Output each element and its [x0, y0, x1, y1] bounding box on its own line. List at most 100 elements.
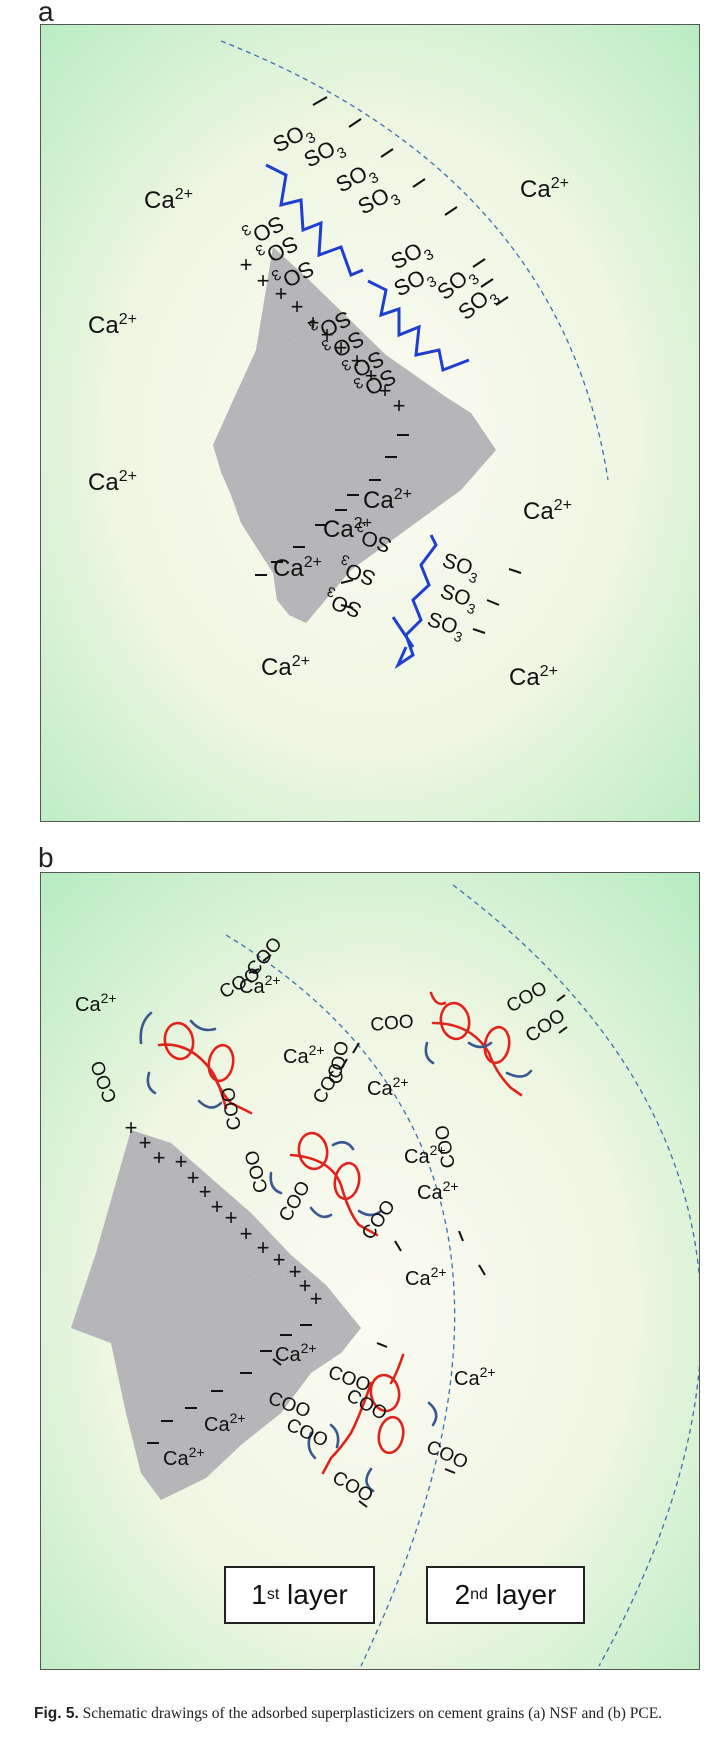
bond-line — [312, 96, 328, 106]
bond-line — [472, 628, 486, 634]
pce-backbone — [289, 1153, 379, 1237]
nsf-polymer-chain — [265, 163, 364, 277]
pce-side-chain — [146, 1071, 157, 1095]
carboxylate-group: COO — [370, 1011, 415, 1036]
bond-line — [248, 968, 260, 974]
bond-line — [486, 599, 500, 606]
bond-line — [472, 258, 486, 268]
positive-charge-sign: + — [225, 1205, 238, 1230]
pce-side-chain — [329, 1423, 340, 1449]
bond-line — [352, 1042, 360, 1054]
positive-charge-sign: + — [125, 1115, 138, 1140]
caption-label: Fig. 5. — [34, 1705, 79, 1722]
caption-text: Schematic drawings of the adsorbed super… — [82, 1705, 663, 1722]
bond-line — [556, 994, 566, 1002]
bond-line — [444, 1468, 456, 1474]
pce-backbone — [431, 1021, 523, 1097]
bond-line — [348, 118, 362, 128]
positive-charge-sign: + — [289, 1259, 302, 1284]
positive-charge-sign: + — [275, 281, 288, 306]
pce-side-chain — [424, 1041, 435, 1065]
bond-line — [480, 278, 494, 288]
pce-side-chain — [307, 1431, 317, 1460]
positive-charge-sign: + — [175, 1149, 188, 1174]
calcium-ion-label: Ca2+ — [417, 1178, 459, 1204]
bond-line — [394, 1240, 402, 1252]
pce-side-chain — [139, 1011, 153, 1045]
bond-line — [358, 1500, 368, 1508]
positive-charge-sign: + — [307, 310, 320, 335]
positive-charge-sign: + — [199, 1179, 212, 1204]
pce-side-chain — [189, 1019, 217, 1032]
positive-charge-sign: + — [393, 393, 406, 418]
pce-side-chain — [365, 1467, 375, 1493]
pce-side-chain — [505, 1069, 533, 1078]
positive-charge-sign: + — [379, 378, 392, 403]
pce-backbone — [297, 1131, 329, 1171]
panel-a-letter: a — [38, 0, 54, 27]
positive-charge-sign: + — [240, 1221, 253, 1246]
bond-line — [558, 1026, 568, 1034]
pce-side-chain — [269, 1171, 283, 1195]
second-layer-number: 2 — [454, 1579, 471, 1610]
positive-charge-sign: + — [299, 1273, 312, 1298]
bond-line — [340, 1058, 348, 1070]
bond-line — [376, 1342, 388, 1348]
pce-side-chain — [309, 1206, 333, 1219]
pce-side-chain — [357, 1209, 383, 1217]
bond-line — [340, 579, 354, 584]
pce-backbone — [321, 1381, 373, 1475]
pce-backbone — [369, 1373, 401, 1413]
bond-line — [495, 296, 509, 306]
bond-line — [478, 1264, 486, 1276]
nsf-polymer-chain — [367, 279, 470, 373]
panel-b-letter: b — [38, 842, 54, 873]
positive-charge-sign: + — [187, 1165, 200, 1190]
pce-side-chain — [427, 1401, 438, 1427]
positive-charge-sign: + — [211, 1194, 224, 1219]
pce-side-chain — [197, 1099, 223, 1109]
nsf-polymer-chain — [391, 616, 415, 648]
positive-charge-sign: + — [365, 363, 378, 388]
positive-charge-sign: + — [240, 252, 253, 277]
positive-charge-sign: + — [153, 1145, 166, 1170]
bond-line — [444, 206, 458, 216]
bond-line — [340, 604, 354, 609]
calcium-ion-label: Ca2+ — [88, 311, 137, 339]
first-layer-suffix: st — [266, 1586, 280, 1603]
positive-charge-sign: + — [273, 1247, 286, 1272]
positive-charge-sign: + — [291, 294, 304, 319]
panel-a: Ca2+Ca2+Ca2+Ca2+Ca2+Ca2+Ca2+Ca2+Ca2+Ca2+… — [40, 24, 700, 822]
pce-backbone — [389, 1353, 405, 1385]
panel-a-diagram: Ca2+Ca2+Ca2+Ca2+Ca2+Ca2+Ca2+Ca2+Ca2+Ca2+… — [41, 25, 699, 821]
first-layer-number: 1 — [251, 1579, 267, 1610]
positive-charge-sign: + — [351, 348, 364, 373]
panel-b: Ca2+Ca2+Ca2+Ca2+Ca2+Ca2+Ca2+Ca2+Ca2+Ca2+… — [40, 872, 700, 1670]
positive-charge-sign: + — [257, 1235, 270, 1260]
bond-line — [262, 954, 272, 962]
pce-backbone — [377, 1415, 405, 1455]
second-layer-word: layer — [495, 1579, 557, 1610]
bond-line — [380, 148, 394, 158]
first-layer-word: layer — [287, 1579, 348, 1610]
second-layer-suffix: nd — [470, 1586, 488, 1603]
positive-charge-sign: + — [335, 335, 348, 360]
positive-charge-sign: + — [139, 1130, 152, 1155]
bond-line — [508, 568, 522, 574]
positive-charge-sign: + — [321, 322, 334, 347]
pce-backbone — [211, 1071, 228, 1110]
positive-charge-sign: + — [310, 1286, 323, 1311]
positive-charge-sign: + — [257, 268, 270, 293]
figure-caption: Fig. 5. Schematic drawings of the adsorb… — [34, 1703, 704, 1725]
bond-line — [412, 178, 426, 188]
pce-backbone — [429, 991, 447, 1006]
panel-b-diagram: Ca2+Ca2+Ca2+Ca2+Ca2+Ca2+Ca2+Ca2+Ca2+Ca2+… — [41, 873, 699, 1669]
bond-line — [458, 1230, 464, 1242]
pce-backbone — [333, 1161, 361, 1201]
pce-side-chain — [467, 1041, 493, 1049]
nsf-polymer-chain — [394, 534, 438, 670]
pce-side-chain — [331, 1140, 355, 1151]
bond-line — [272, 1358, 282, 1366]
